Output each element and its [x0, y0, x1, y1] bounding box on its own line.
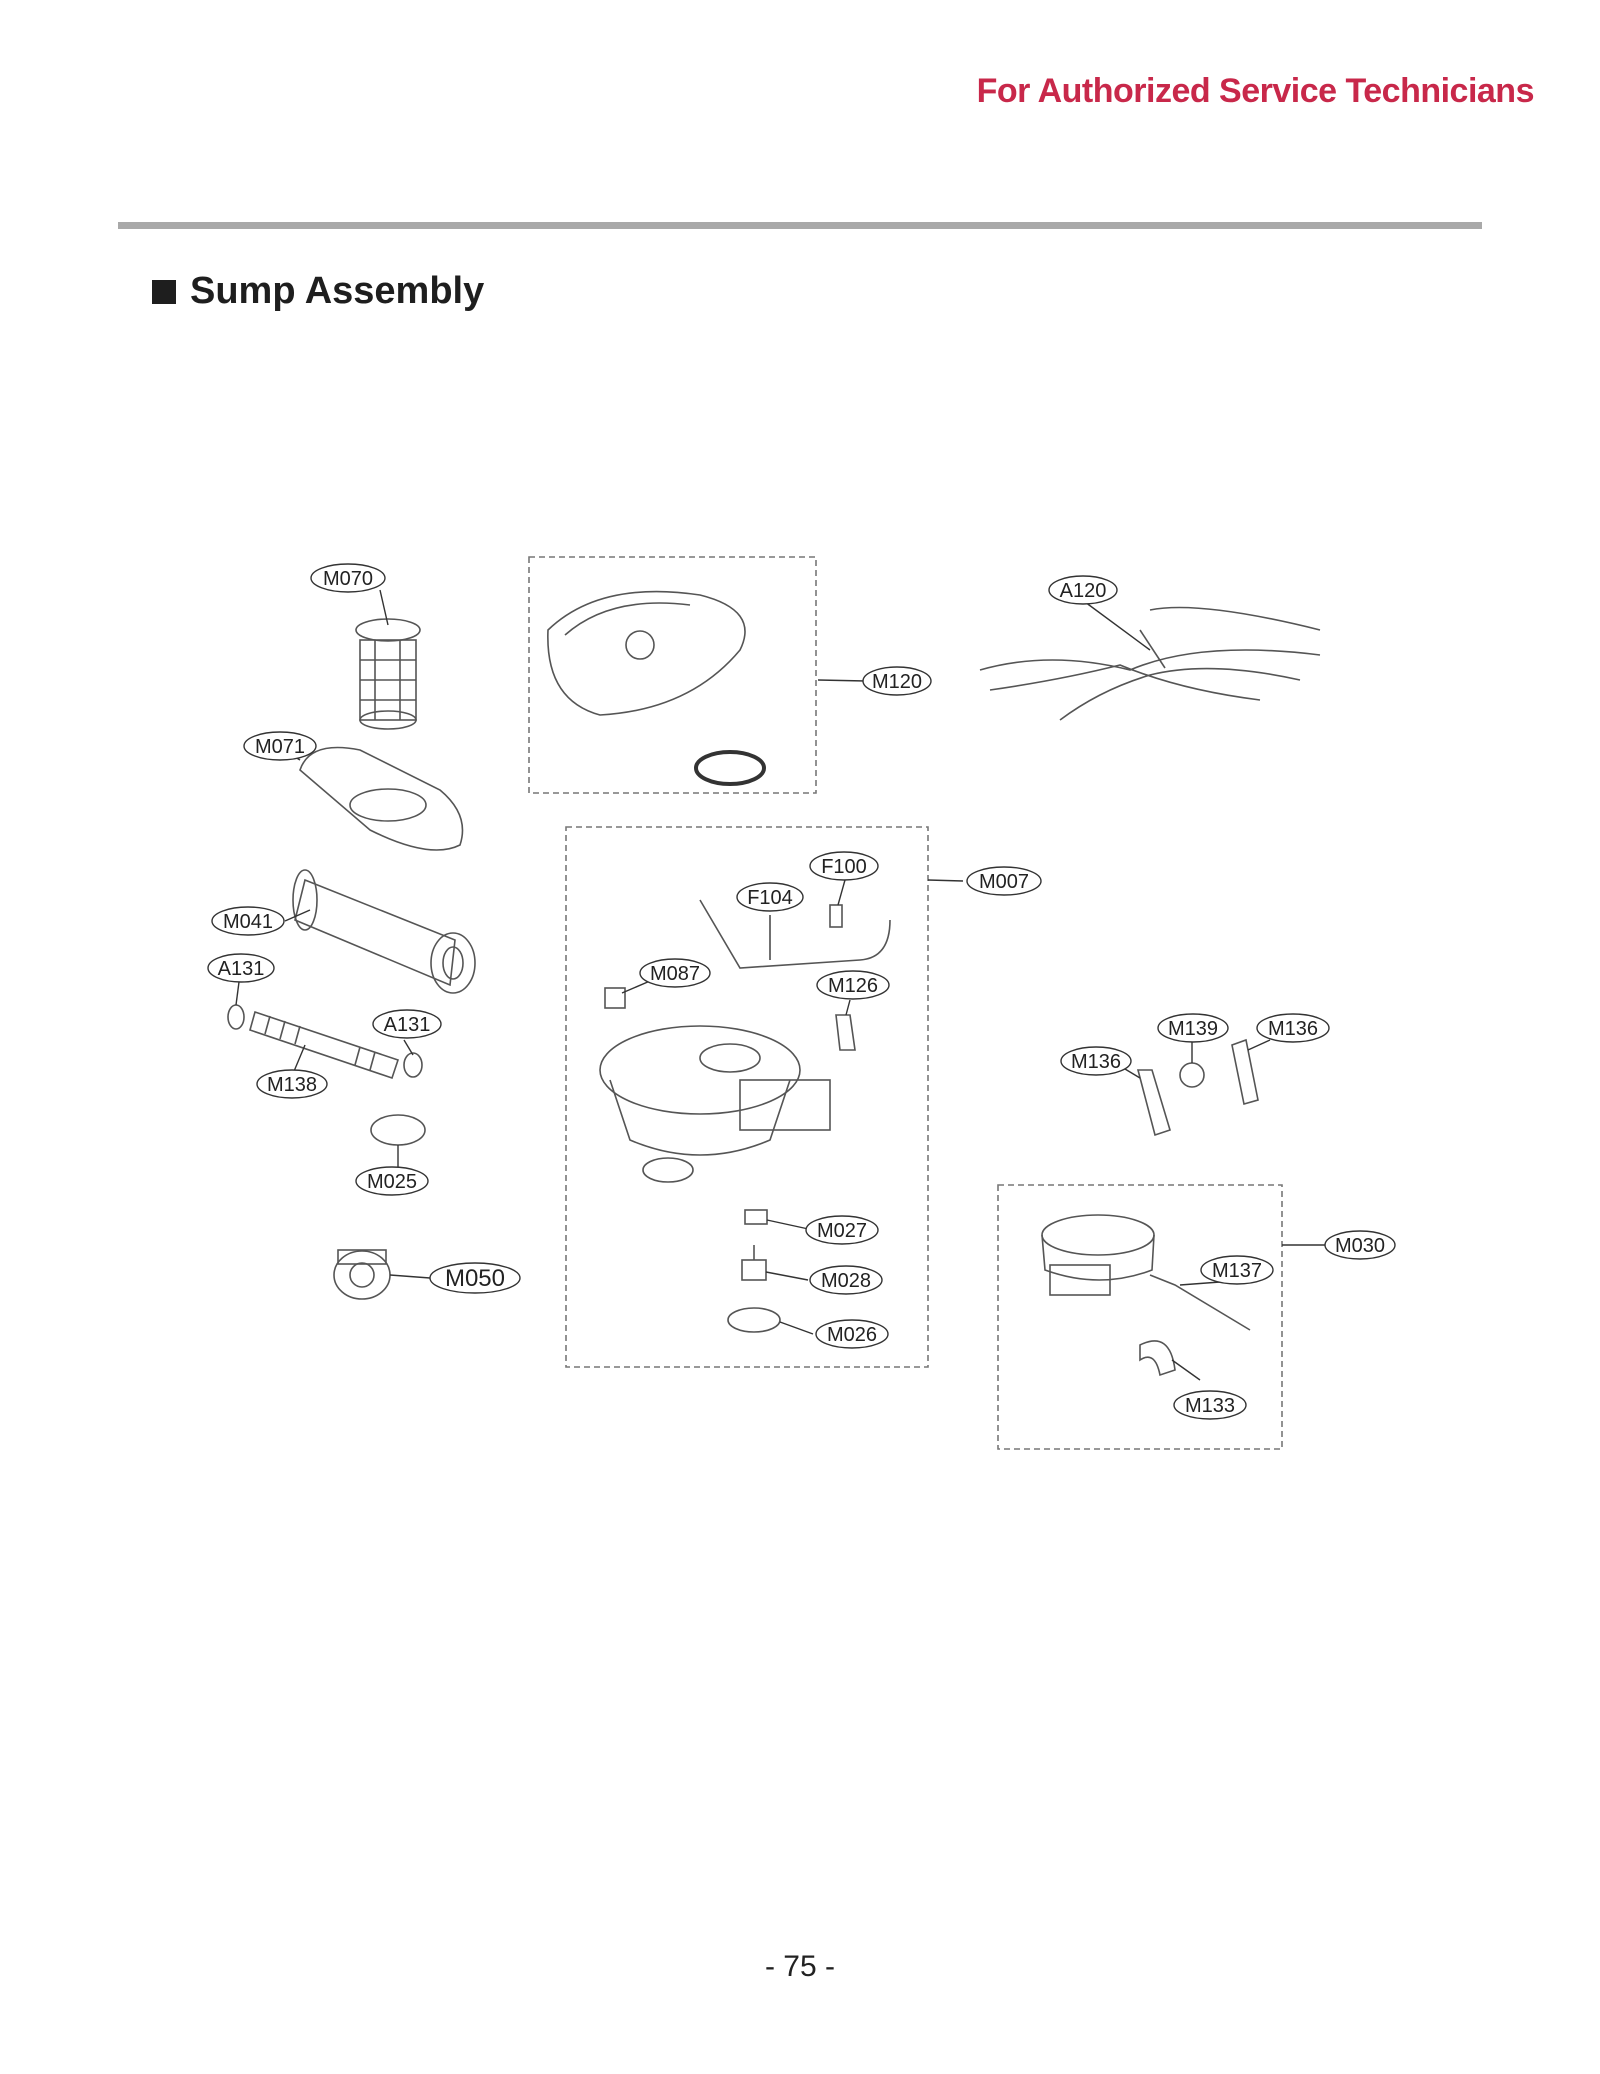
callout-f100: F100 [821, 856, 867, 878]
filter-plate-part [299, 746, 464, 851]
filter-cup-part [355, 618, 421, 730]
callout-m007: M007 [979, 871, 1029, 893]
wash-motor-part [1041, 1214, 1155, 1296]
wire-harness-part [979, 606, 1321, 721]
gasket-left-part [1136, 1069, 1171, 1137]
callout-m136-right: M136 [1268, 1018, 1318, 1040]
callout-m133: M133 [1185, 1395, 1235, 1417]
spray-arm-part [547, 590, 766, 786]
group-box-sump [565, 826, 929, 1368]
callout-bubble-m133 [1173, 1390, 1247, 1420]
callout-bubble-a131-right [372, 1009, 442, 1039]
sensor-part [829, 904, 843, 928]
cap-part [727, 1307, 781, 1333]
callout-bubble-m026 [815, 1319, 889, 1349]
group-box-motor [997, 1184, 1283, 1450]
gasket-right-part [1231, 1038, 1259, 1106]
callout-bubble-m041 [211, 906, 285, 936]
callout-m050: M050 [445, 1265, 505, 1292]
callout-f104: F104 [747, 887, 793, 909]
callout-bubble-m070 [310, 563, 386, 593]
bracket-part [744, 1209, 768, 1225]
section-title: Sump Assembly [152, 270, 484, 313]
callout-m136-left: M136 [1071, 1051, 1121, 1073]
authorized-technicians-header: For Authorized Service Technicians [976, 72, 1535, 110]
callout-m137: M137 [1212, 1260, 1262, 1282]
callout-bubble-m139 [1157, 1013, 1229, 1043]
callout-bubble-m120 [862, 666, 932, 696]
section-title-text: Sump Assembly [190, 270, 485, 312]
cover-part [370, 1114, 426, 1146]
callout-bubble-m025 [355, 1166, 429, 1196]
callout-bubble-m050 [429, 1262, 521, 1294]
valve-part [741, 1245, 767, 1281]
callout-bubble-m028 [809, 1265, 883, 1295]
callout-bubble-m126 [816, 970, 890, 1000]
thermistor-part [1149, 1274, 1251, 1331]
callout-m041: M041 [223, 911, 273, 933]
header-rule [118, 222, 1482, 229]
callout-bubble-a120 [1048, 575, 1118, 605]
elbow-part [1139, 1340, 1176, 1377]
callout-bubble-f104 [736, 882, 804, 912]
callout-m071: M071 [255, 736, 305, 758]
small-fitting-part [604, 987, 626, 1009]
callout-bubble-m071 [243, 731, 317, 761]
callout-bubble-m027 [805, 1215, 879, 1245]
foam-tube-part [292, 869, 476, 994]
callout-bubble-m087 [639, 958, 711, 988]
callout-bubble-a131-left [207, 953, 275, 983]
drain-pump-part [333, 1249, 391, 1300]
callout-a120: A120 [1060, 580, 1107, 602]
callout-m027: M027 [817, 1220, 867, 1242]
callout-bubble-f100 [809, 851, 879, 881]
callout-bubble-m030 [1324, 1230, 1396, 1260]
callout-bubble-m007 [966, 866, 1042, 896]
callout-a131-right: A131 [384, 1014, 431, 1036]
clip-part [835, 1014, 856, 1051]
callout-bubble-m136-right [1256, 1013, 1330, 1043]
callout-bubble-m138 [256, 1069, 328, 1099]
callout-a131-left: A131 [218, 958, 265, 980]
shaft-part [249, 1010, 400, 1080]
square-icon [152, 279, 176, 304]
callout-m070: M070 [323, 568, 373, 590]
callout-bubble-m136-left [1060, 1046, 1132, 1076]
callout-m030: M030 [1335, 1235, 1385, 1257]
callout-bubble-m137 [1200, 1255, 1274, 1285]
callout-m138: M138 [267, 1074, 317, 1096]
group-box-spray-arm [528, 556, 817, 794]
callout-m126: M126 [828, 975, 878, 997]
callout-m120: M120 [872, 671, 922, 693]
impeller-part [1179, 1062, 1205, 1088]
page-number: - 75 - [764, 1950, 836, 1983]
callout-m087: M087 [650, 963, 700, 985]
o-ring-right-part [403, 1052, 423, 1078]
o-ring-left-part [227, 1004, 245, 1030]
callout-m026: M026 [827, 1324, 877, 1346]
sump-body-part [599, 1025, 831, 1183]
callout-m025: M025 [367, 1171, 417, 1193]
callout-m139: M139 [1168, 1018, 1218, 1040]
hose-part [699, 899, 891, 969]
callout-m028: M028 [821, 1270, 871, 1292]
